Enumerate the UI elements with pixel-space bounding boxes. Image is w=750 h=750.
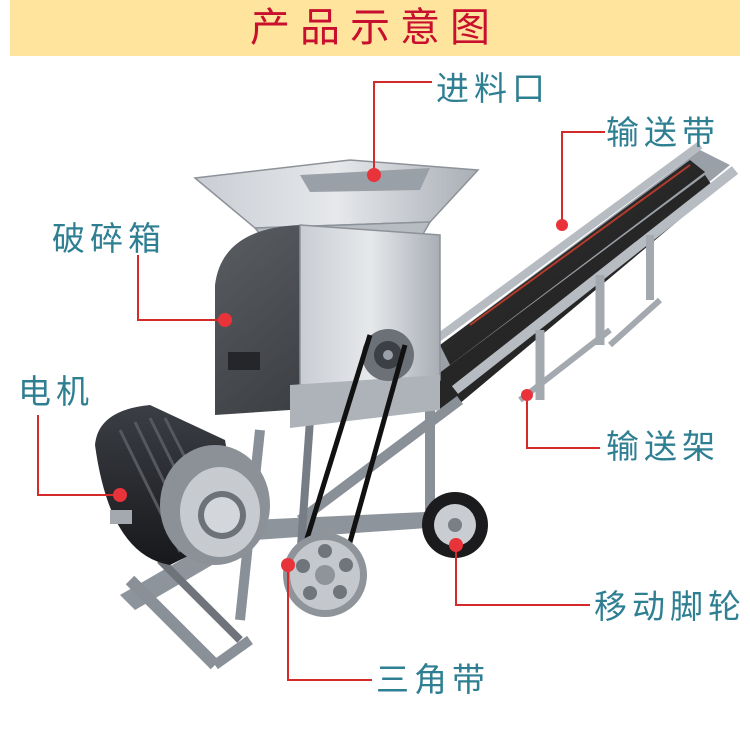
dot-crusher — [218, 313, 232, 327]
dot-hopper — [367, 168, 381, 182]
leader-crusher — [137, 255, 225, 321]
electric-motor — [95, 405, 270, 565]
diagram-title: 产品示意图 — [250, 5, 500, 51]
leader-frame — [526, 395, 600, 449]
label-feed-inlet: 进料口 — [436, 69, 550, 108]
title-banner: 产品示意图 — [10, 0, 740, 56]
leader-hopper — [373, 81, 432, 175]
label-v-belt: 三角带 — [376, 660, 490, 699]
leader-lines — [37, 81, 605, 681]
leader-dots — [113, 168, 568, 572]
dot-vbelt — [281, 558, 295, 572]
dot-frame — [521, 389, 533, 401]
dot-belt — [556, 219, 568, 231]
crusher-box — [215, 224, 441, 428]
conveyor-frame — [412, 141, 739, 420]
label-conveyor-frame: 输送架 — [606, 427, 720, 466]
leader-vbelt — [287, 565, 372, 681]
leader-belt — [561, 131, 605, 225]
label-caster-wheels: 移动脚轮 — [594, 587, 746, 626]
base-frame — [120, 380, 470, 670]
label-conveyor-belt: 输送带 — [606, 113, 720, 152]
leader-motor — [37, 415, 120, 496]
dot-motor — [113, 488, 127, 502]
belt-pulley — [283, 533, 367, 617]
dot-wheels — [449, 538, 463, 552]
label-crusher-box: 破碎箱 — [52, 219, 166, 258]
leader-wheels — [455, 545, 590, 606]
caster-wheel — [422, 492, 488, 558]
label-motor: 电机 — [18, 372, 94, 411]
v-belt — [302, 334, 408, 561]
